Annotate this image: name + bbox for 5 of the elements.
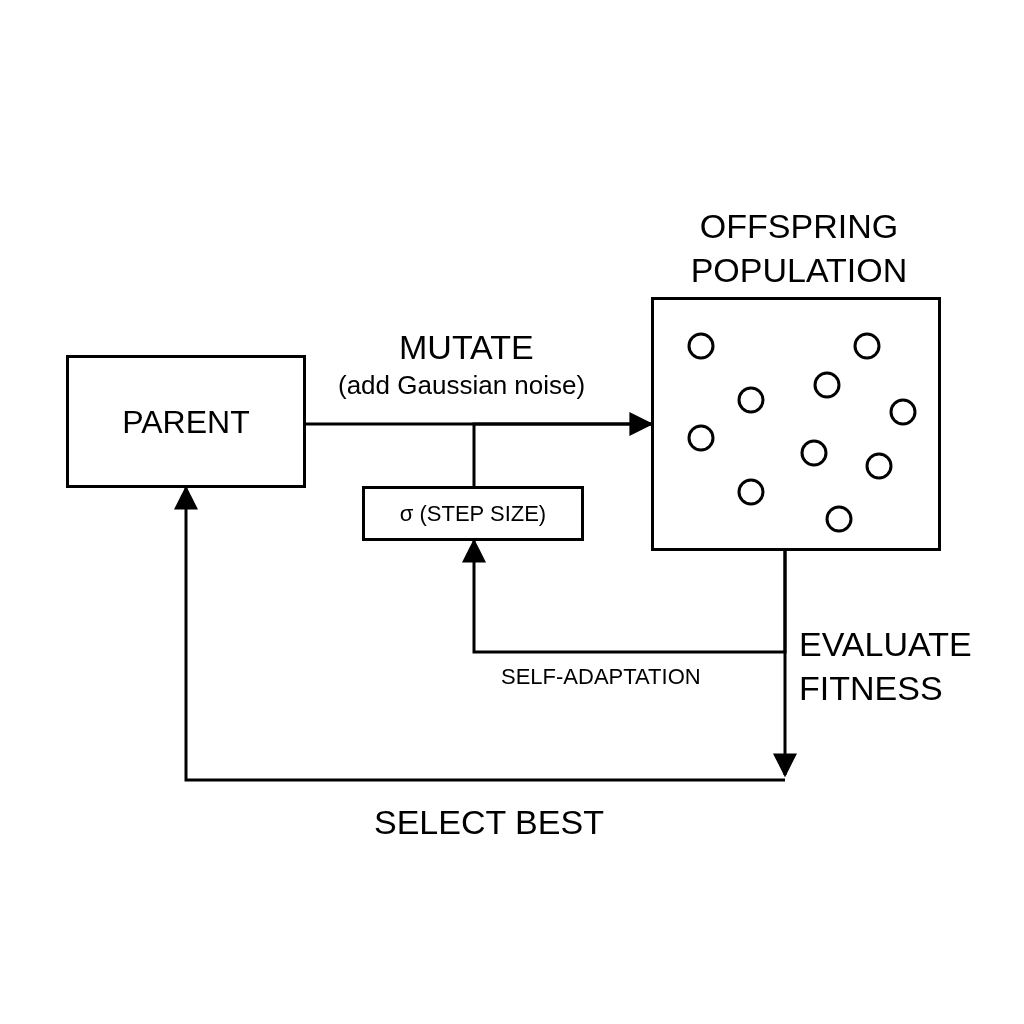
process-box <box>66 355 306 488</box>
parameter-box <box>362 486 584 541</box>
node-label: σ (STEP SIZE) <box>399 500 547 528</box>
node-label: PARENT <box>122 402 250 442</box>
box-heading: OFFSPRING POPULATION <box>689 205 909 291</box>
